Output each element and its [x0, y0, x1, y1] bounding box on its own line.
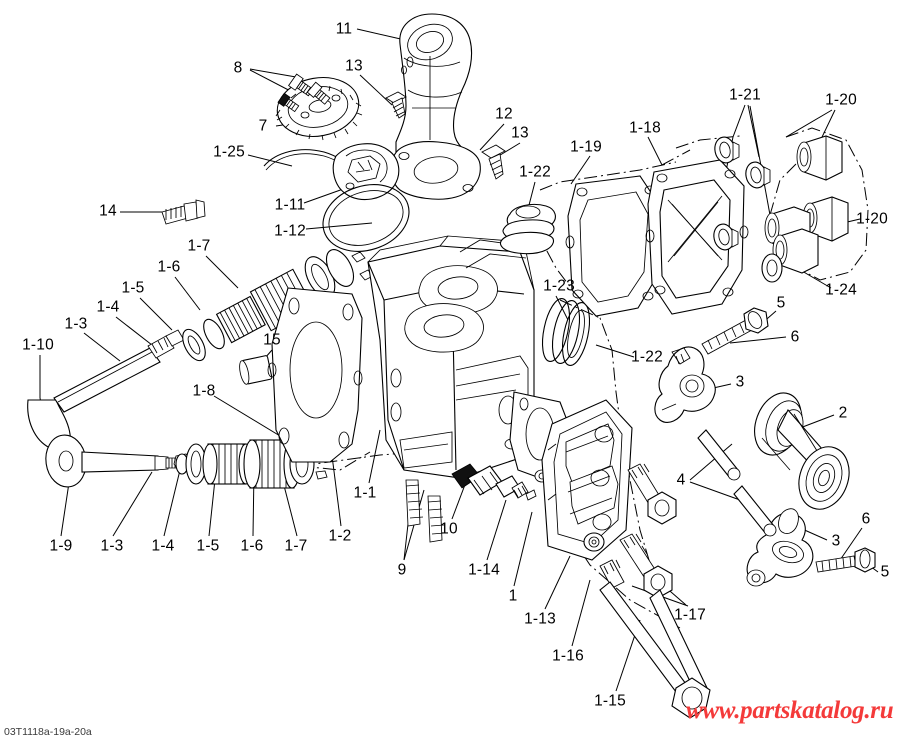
part-bolt-13b	[481, 144, 506, 180]
callout-1: 1	[508, 587, 518, 605]
part-stud-9b	[427, 495, 446, 543]
part-rocker-shaft-4a	[697, 429, 741, 481]
part-nut-5-lower	[854, 547, 876, 573]
part-cam-holder-casting	[541, 399, 633, 561]
callout-1-25: 1-25	[213, 143, 245, 161]
callout-1-20: 1-20	[825, 91, 857, 109]
callout-1-15: 1-15	[594, 692, 626, 710]
callout-1-18: 1-18	[629, 119, 661, 137]
part-washer-1-17b	[583, 532, 605, 552]
callout-6: 6	[790, 328, 800, 346]
part-camshaft-sprocket	[275, 77, 363, 141]
callout-1-23: 1-23	[543, 277, 575, 295]
callout-1-3: 1-3	[100, 537, 124, 555]
callout-1-1: 1-1	[353, 484, 377, 502]
callout-6: 6	[861, 510, 871, 528]
callout-1-24: 1-24	[825, 281, 857, 299]
callout-7: 7	[258, 117, 268, 135]
part-cap-1-22	[499, 203, 556, 255]
part-camshaft-2	[754, 392, 850, 510]
callout-3: 3	[735, 373, 745, 391]
part-valve-cover-gasket-1-19	[565, 175, 665, 317]
callout-1-6: 1-6	[240, 537, 264, 555]
part-valve-spring-stack-upper	[182, 249, 374, 362]
part-cylinder-head-body	[367, 235, 535, 479]
part-head-gasket-left	[267, 287, 363, 463]
callout-5: 5	[776, 294, 786, 312]
part-stud-6-upper	[701, 319, 753, 355]
part-intake-manifold	[395, 13, 477, 178]
callout-1-7: 1-7	[187, 237, 211, 255]
callout-1-5: 1-5	[196, 537, 220, 555]
callout-13: 13	[511, 124, 529, 142]
callout-13: 13	[345, 57, 363, 75]
part-nut-5-upper	[743, 307, 769, 334]
callout-1-16: 1-16	[552, 647, 584, 665]
part-intake-gasket	[390, 141, 481, 200]
figure-code: 03T1118a-19a-20a	[4, 726, 92, 738]
part-sealing-washer-1-21a	[714, 136, 740, 164]
callout-1-4: 1-4	[151, 537, 175, 555]
callout-1-7: 1-7	[284, 537, 308, 555]
part-sealing-washer-1-21c	[713, 223, 739, 251]
part-valve-lower-1-9	[45, 434, 179, 488]
callout-1-20: 1-20	[856, 210, 888, 228]
callout-1-3: 1-3	[64, 315, 88, 333]
part-washer-1-24	[761, 253, 783, 283]
callout-9: 9	[397, 561, 407, 579]
callout-15: 15	[263, 331, 281, 349]
callout-1-17: 1-17	[674, 606, 706, 624]
part-bolt-13a	[385, 91, 407, 119]
part-bolt-14	[161, 199, 206, 225]
part-bolt-1-17a	[619, 533, 673, 599]
part-stud-9a	[405, 479, 424, 527]
part-rocker-shaft-4b	[733, 485, 777, 537]
callout-12: 12	[495, 105, 513, 123]
callout-1-10: 1-10	[22, 336, 54, 354]
callout-10: 10	[440, 520, 458, 538]
callout-2: 2	[838, 404, 848, 422]
part-stud-6-lower	[815, 555, 857, 573]
part-bolt-cluster-bottom	[627, 463, 677, 525]
part-seal-rings-1-23	[541, 298, 591, 366]
part-o-ring-1-12	[322, 184, 410, 252]
part-sealing-washer-1-21b	[745, 161, 771, 189]
part-cap-nut-1-20a	[796, 135, 843, 181]
callout-1-9: 1-9	[49, 537, 73, 555]
callout-3: 3	[831, 532, 841, 550]
callout-1-14: 1-14	[468, 561, 500, 579]
callout-11: 11	[335, 20, 353, 38]
part-rocker-arm-3-upper	[654, 346, 716, 423]
callout-1-13: 1-13	[524, 610, 556, 628]
callout-14: 14	[99, 202, 117, 220]
part-valve-cover-1-18	[645, 159, 749, 315]
callout-4: 4	[676, 471, 686, 489]
part-long-stud-1-16	[599, 559, 711, 719]
callout-1-2: 1-2	[328, 527, 352, 545]
callout-1-12: 1-12	[274, 222, 306, 240]
part-chain-tensioner-bolts	[277, 73, 331, 113]
callout-1-22: 1-22	[631, 348, 663, 366]
callout-1-5: 1-5	[121, 279, 145, 297]
callout-1-19: 1-19	[570, 138, 602, 156]
callout-1-21: 1-21	[729, 86, 761, 104]
callout-8: 8	[233, 59, 243, 77]
callout-1-4: 1-4	[96, 298, 120, 316]
callout-1-8: 1-8	[192, 382, 216, 400]
part-rocker-arm-3-lower	[746, 508, 814, 587]
watermark: www.partskatalog.ru	[686, 697, 894, 724]
part-spark-plug-10	[451, 463, 537, 501]
callout-1-11: 1-11	[274, 196, 306, 214]
callout-1-6: 1-6	[157, 258, 181, 276]
callout-5: 5	[880, 563, 890, 581]
callout-1-22: 1-22	[519, 163, 551, 181]
